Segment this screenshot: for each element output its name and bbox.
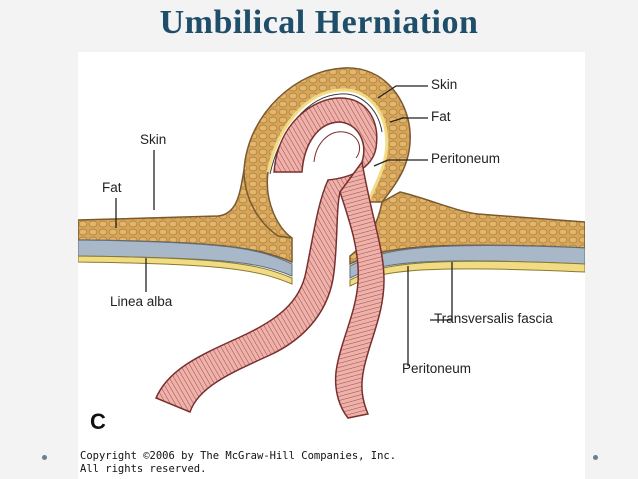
label-linea-alba: Linea alba [110,294,173,309]
hernia-diagram: Skin Fat Peritoneum Skin Fat Linea alba … [78,52,585,479]
leader-lines [115,85,453,366]
hernia-sac [243,67,411,239]
copyright-notice: Copyright ©2006 by The McGraw-Hill Compa… [80,450,500,476]
slide-bullet-right [593,455,598,460]
right-abdominal-wall [349,191,585,287]
copyright-line-2: All rights reserved. [80,463,207,475]
slide-title: Umbilical Herniation [159,4,479,41]
label-skin-left: Skin [140,132,167,147]
herniated-intestine [155,97,385,419]
label-skin-right: Skin [431,77,458,92]
label-peritoneum-bottom: Peritoneum [402,361,472,376]
label-fat-right: Fat [431,109,451,124]
label-fat-left: Fat [102,180,122,195]
panel-letter: C [90,409,106,434]
slide-bullet-left [42,455,47,460]
hernia-illustration [78,67,585,419]
copyright-line-1: Copyright ©2006 by The McGraw-Hill Compa… [80,450,397,462]
label-transversalis-fascia: Transversalis fascia [434,311,553,326]
label-peritoneum-right: Peritoneum [431,151,501,166]
